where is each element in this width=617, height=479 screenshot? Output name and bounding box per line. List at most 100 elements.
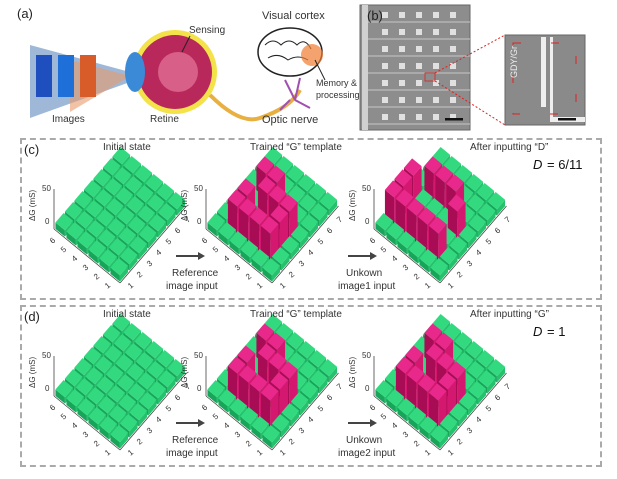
device-pad (382, 12, 388, 18)
device-pad (450, 29, 456, 35)
device-pad (382, 29, 388, 35)
device-pad (399, 97, 405, 103)
image-letter-block (36, 55, 52, 97)
panel_c-template-plot (205, 147, 339, 284)
y-tick-label: 0 (365, 217, 370, 226)
device-pad (433, 114, 439, 120)
y-axis-label: ΔG (mS) (180, 189, 189, 221)
distance-value: = 1 (547, 324, 566, 339)
distance-symbol: D (533, 157, 543, 172)
bar-baseline (430, 258, 449, 282)
device-pad (433, 97, 439, 103)
y-tick-label: 0 (197, 217, 202, 226)
device-pad (433, 12, 439, 18)
panel_c-result-plot (373, 147, 507, 284)
panel-c-box (20, 138, 602, 300)
plot-title: After inputting “D” (470, 142, 549, 153)
plot-title: Initial state (103, 309, 151, 320)
device-pad (382, 114, 388, 120)
device-array-micrograph (359, 4, 586, 131)
arrow-caption: Reference (172, 435, 219, 446)
bar-baseline (262, 258, 281, 282)
optic-nerve (208, 88, 302, 122)
plot-title: Trained “G” template (250, 142, 342, 153)
inset-scale-bar (558, 118, 576, 121)
panel_d-label: (d) (24, 309, 40, 324)
device-pad (450, 80, 456, 86)
device-pad (416, 97, 422, 103)
device-pad (399, 29, 405, 35)
eye-lens (125, 52, 145, 92)
scale-bar (445, 118, 463, 121)
neuron-icon (279, 77, 311, 111)
y-axis-label: ΔG (mS) (180, 356, 189, 388)
optic-nerve-label: Optic nerve (262, 114, 319, 126)
image-letter-block (58, 55, 74, 97)
y-tick-label: 0 (45, 217, 50, 226)
y-tick-label: 50 (42, 184, 51, 193)
device-pad (399, 80, 405, 86)
panel-d-box (20, 305, 602, 467)
plot-title: Initial state (103, 142, 151, 153)
arrow-caption: image2 input (338, 448, 396, 459)
arrow-caption: Reference (172, 268, 219, 279)
device-pad (416, 114, 422, 120)
inset-label: GDY/Gr (509, 45, 519, 78)
panel_d-initial-plot (53, 314, 187, 451)
panel-a-label: (a) (17, 6, 33, 21)
y-tick-label: 0 (197, 384, 202, 393)
processing-label: processing (316, 90, 360, 100)
y-axis-label: ΔG (mS) (28, 189, 37, 221)
arrow-caption: image1 input (338, 281, 396, 292)
y-tick-label: 50 (362, 184, 371, 193)
device-pad (433, 29, 439, 35)
device-pad (382, 46, 388, 52)
bar-baseline (430, 425, 449, 449)
device-pad (450, 114, 456, 120)
device-pad (450, 12, 456, 18)
device-pad (433, 63, 439, 69)
panel_c-initial-plot (53, 147, 187, 284)
y-tick-label: 50 (362, 351, 371, 360)
y-tick-label: 50 (194, 184, 203, 193)
distance-value: = 6/11 (547, 157, 583, 172)
device-pad (399, 46, 405, 52)
bar-baseline (262, 425, 281, 449)
y-axis-label: ΔG (mS) (28, 356, 37, 388)
plot-title: After inputting “G” (470, 309, 549, 320)
panel_c-label: (c) (24, 142, 40, 157)
device-pad (382, 63, 388, 69)
device-pad (416, 12, 422, 18)
memory-label: Memory & (316, 78, 358, 88)
bar-baseline (110, 258, 129, 282)
arrow-caption: Unkown (346, 435, 383, 446)
device-pad (416, 63, 422, 69)
memory-region (301, 44, 323, 66)
device-pad (450, 63, 456, 69)
device-pad (416, 80, 422, 86)
images-label: Images (52, 114, 85, 125)
y-tick-label: 0 (45, 384, 50, 393)
y-tick-label: 50 (42, 351, 51, 360)
distance-symbol: D (533, 324, 543, 339)
image-letter-block (80, 55, 96, 97)
device-pad (382, 97, 388, 103)
panel_d-template-plot (205, 314, 339, 451)
bar-baseline (110, 425, 129, 449)
y-tick-label: 50 (194, 351, 203, 360)
device-pad (433, 80, 439, 86)
panel-a-illustration (30, 27, 326, 122)
device-pad (399, 114, 405, 120)
arrow-caption: Unkown (346, 268, 383, 279)
plot-title: Trained “G” template (250, 309, 342, 320)
retine-label: Retine (150, 114, 179, 125)
device-pad (399, 12, 405, 18)
device-pad (416, 29, 422, 35)
device-pad (433, 46, 439, 52)
arrow-caption: image input (166, 448, 218, 459)
device-pad (399, 63, 405, 69)
device-pad (416, 46, 422, 52)
arrow-caption: image input (166, 281, 218, 292)
